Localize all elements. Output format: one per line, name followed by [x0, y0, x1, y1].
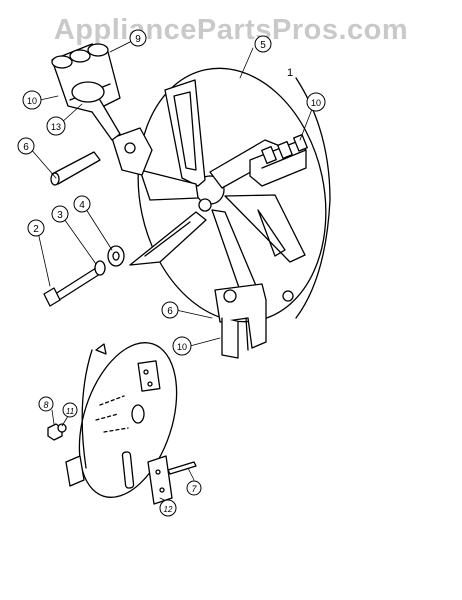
svg-text:4: 4 — [79, 200, 85, 211]
rotor-disc-assembly — [111, 67, 331, 359]
callout-9: 9 — [129, 29, 147, 47]
svg-text:7: 7 — [191, 484, 197, 494]
svg-text:3: 3 — [57, 210, 63, 221]
pin-upper — [50, 151, 101, 186]
svg-text:6: 6 — [167, 306, 173, 317]
callout-10-lower: 10 — [172, 336, 192, 356]
svg-text:9: 9 — [135, 34, 141, 45]
lock-washer — [94, 260, 106, 276]
svg-text:11: 11 — [66, 407, 74, 416]
rotor-disc-rim — [295, 77, 331, 319]
bottom-disc-slot — [121, 451, 135, 489]
callout-7: 7 — [186, 480, 202, 496]
bolt-assembly — [43, 245, 125, 307]
figure-number: 1 — [287, 67, 293, 79]
bottom-disc-rim — [81, 349, 93, 469]
hammer-block-top-right — [249, 133, 308, 187]
blade-left — [139, 169, 199, 201]
callouts: 5 9 10 13 10 6 2 3 4 6 10 8 11 7 12 — [17, 29, 326, 517]
svg-text:12: 12 — [164, 505, 173, 514]
svg-text:10: 10 — [177, 342, 187, 352]
bottom-disc-plate — [137, 360, 161, 392]
svg-text:2: 2 — [33, 224, 39, 235]
callout-13: 13 — [46, 116, 66, 136]
bottom-disc-hub — [131, 404, 145, 424]
bottom-disc-assembly — [65, 342, 197, 505]
callout-2: 2 — [27, 219, 45, 237]
hammer-block-lower — [214, 283, 294, 359]
bolt — [51, 267, 101, 303]
callout-10-top-right: 10 — [306, 92, 326, 112]
callout-12: 12 — [159, 499, 177, 517]
svg-text:10: 10 — [27, 96, 37, 106]
bottom-bracket — [147, 455, 173, 505]
callout-6-upper: 6 — [17, 137, 35, 155]
leader-lines — [29, 39, 315, 503]
callout-8: 8 — [38, 396, 54, 412]
svg-text:10: 10 — [311, 98, 321, 108]
callout-11: 11 — [62, 402, 78, 418]
callout-3: 3 — [51, 205, 69, 223]
svg-text:6: 6 — [23, 142, 29, 153]
svg-text:8: 8 — [43, 400, 48, 410]
bottom-bolt — [167, 461, 197, 475]
hammer-assembly-top-left — [51, 43, 121, 141]
callout-6-lower: 6 — [161, 301, 179, 319]
callout-4: 4 — [73, 195, 91, 213]
hammer-shaft — [91, 99, 121, 141]
callout-10-top-left: 10 — [22, 90, 42, 110]
rotor-hub-bolt — [198, 198, 212, 212]
svg-text:13: 13 — [51, 122, 61, 132]
callout-5: 5 — [254, 35, 272, 53]
nuts — [47, 423, 67, 441]
svg-text:5: 5 — [260, 40, 266, 51]
